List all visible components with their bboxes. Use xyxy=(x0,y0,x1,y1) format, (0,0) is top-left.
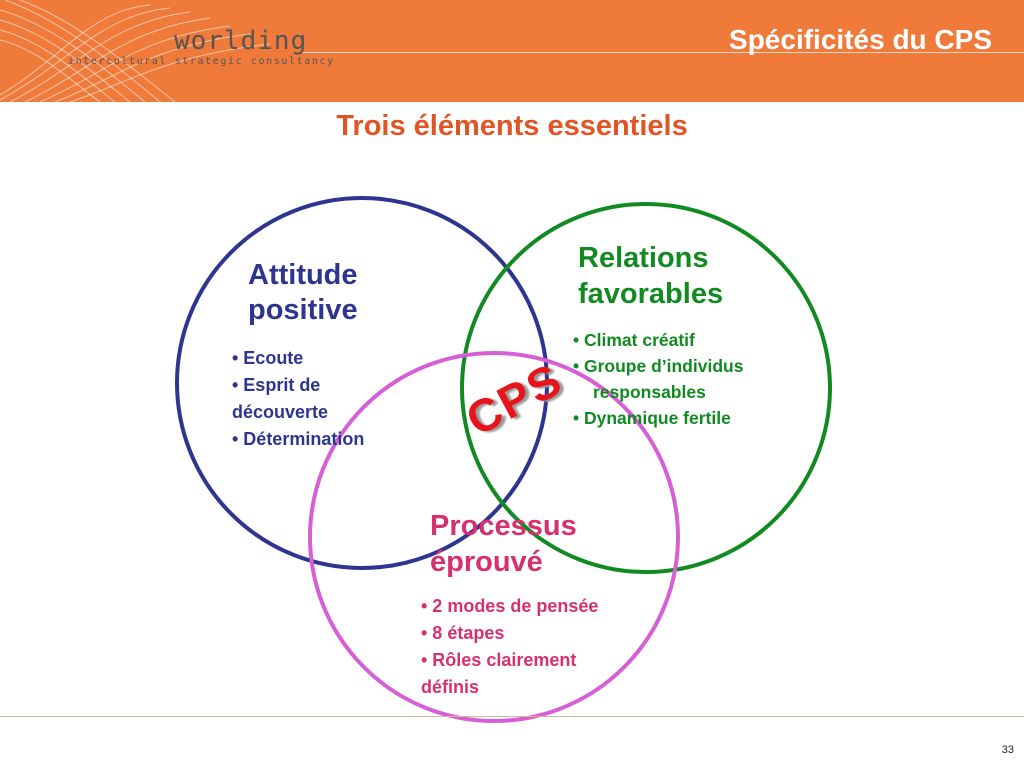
list-item: • Ecoute xyxy=(232,348,304,368)
attitude-circle xyxy=(175,196,549,570)
list-item: • 8 étapes xyxy=(421,623,505,643)
list-item: • Rôles clairement xyxy=(421,650,577,670)
processus-heading: Processus éprouvé xyxy=(430,508,577,581)
relations-circle xyxy=(460,202,832,574)
list-item: • Climat créatif xyxy=(573,330,695,350)
slide-subtitle: Trois éléments essentiels xyxy=(336,110,688,142)
attitude-list: • Ecoute • Esprit de découverte • Déterm… xyxy=(232,345,422,453)
header-divider xyxy=(300,52,1024,53)
processus-circle xyxy=(308,351,680,723)
slide-title: Spécificités du CPS xyxy=(729,24,992,55)
processus-list: • 2 modes de pensée • 8 étapes • Rôles c… xyxy=(421,593,661,701)
relations-list: • Climat créatif • Groupe d’individus re… xyxy=(573,327,833,431)
header-bar: worlding intercultural strategic consult… xyxy=(0,0,1024,102)
processus-heading-line1: Processus xyxy=(430,510,577,542)
page-number: 33 xyxy=(1001,744,1014,756)
decorative-wave-lines xyxy=(0,0,271,102)
list-item: découverte xyxy=(232,402,329,422)
attitude-heading-line2: positive xyxy=(248,293,358,326)
list-item: • Dynamique fertile xyxy=(573,408,731,428)
footer-divider xyxy=(0,716,1024,717)
relations-heading-line2: favorables xyxy=(578,278,724,311)
list-item: • 2 modes de pensée xyxy=(421,596,599,616)
brand-logo-text: worlding xyxy=(174,26,308,56)
list-item: • Esprit de xyxy=(232,375,321,395)
list-item: définis xyxy=(421,677,480,697)
relations-heading: Relations favorables xyxy=(578,240,723,313)
relations-heading-line1: Relations xyxy=(578,242,709,274)
brand-tagline: intercultural strategic consultancy xyxy=(68,56,335,67)
list-item: • Groupe d’individus responsables xyxy=(573,356,744,402)
list-item: • Détermination xyxy=(232,429,365,449)
attitude-heading: Attitude positive xyxy=(248,258,358,328)
processus-heading-line2: éprouvé xyxy=(430,546,543,579)
attitude-heading-line1: Attitude xyxy=(248,259,358,291)
